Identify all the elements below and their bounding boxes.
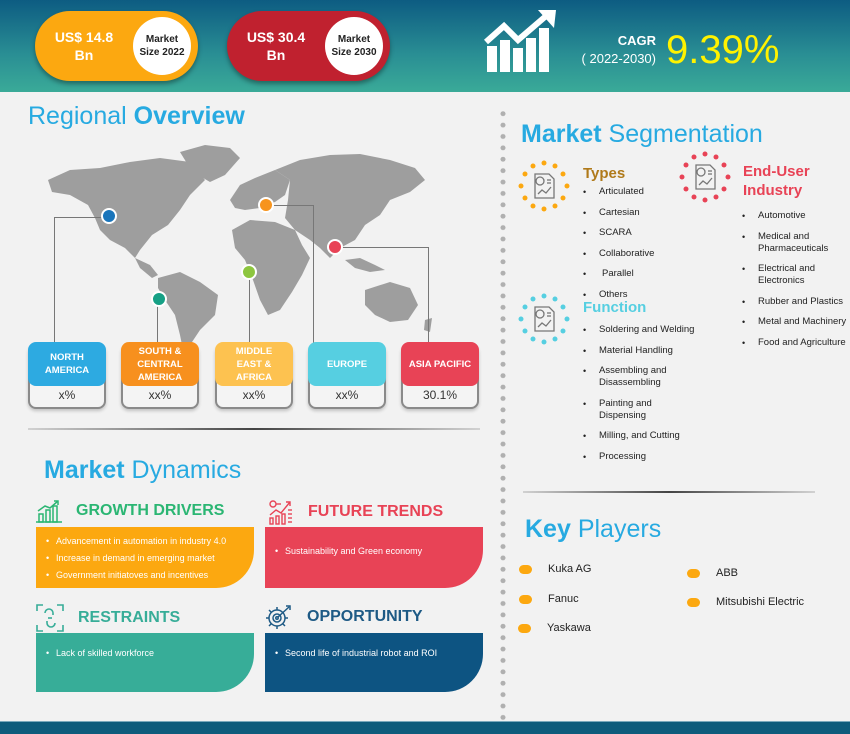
list-item: Articulated bbox=[583, 186, 683, 198]
map-pin-asia-pacific[interactable] bbox=[327, 239, 343, 255]
future-trends-box: Sustainability and Green economy bbox=[265, 527, 483, 588]
list-item: Cartesian bbox=[583, 207, 683, 219]
key-player-item: Mitsubishi Electric bbox=[687, 596, 804, 608]
leader-line-asia-pacific bbox=[336, 247, 429, 347]
end-user-report-icon bbox=[679, 151, 731, 203]
map-pin-europe[interactable] bbox=[258, 197, 274, 213]
list-item: Collaborative bbox=[583, 248, 683, 260]
types-report-icon bbox=[518, 160, 570, 212]
list-item: Lack of skilled workforce bbox=[46, 647, 244, 659]
key-player-item: ABB bbox=[687, 567, 738, 579]
function-report-icon bbox=[518, 293, 570, 345]
list-item: Soldering and Welding bbox=[583, 324, 698, 336]
bullet-dot-icon bbox=[519, 564, 532, 574]
footer-bar bbox=[0, 721, 850, 734]
region-share: xx% bbox=[335, 388, 359, 402]
region-share: 30.1% bbox=[422, 388, 458, 402]
key-players-title: Key Players bbox=[525, 515, 662, 543]
growth-drivers-box: Advancement in automation in industry 4.… bbox=[36, 527, 254, 588]
list-item: Advancement in automation in industry 4.… bbox=[46, 535, 244, 547]
region-name: EUROPE bbox=[308, 342, 386, 386]
list-item: Material Handling bbox=[583, 345, 698, 357]
list-item: Assembling and Disassembling bbox=[583, 365, 698, 389]
growth-drivers-heading: GROWTH DRIVERS bbox=[36, 499, 224, 523]
growth-chart-icon bbox=[484, 10, 556, 72]
list-item: Government initiatoves and incentives bbox=[46, 569, 244, 581]
leader-line-north-america bbox=[54, 217, 109, 347]
column-divider bbox=[499, 108, 507, 734]
regional-overview-title: Regional Overview bbox=[28, 102, 245, 130]
region-card-asia-pacific[interactable]: ASIA PACIFIC 30.1% bbox=[401, 342, 479, 409]
trend-chart-icon bbox=[269, 500, 292, 525]
list-item: Others bbox=[583, 289, 683, 301]
list-item: Sustainability and Green economy bbox=[275, 545, 473, 557]
types-heading: Types bbox=[583, 165, 626, 182]
gear-target-icon bbox=[266, 605, 291, 629]
list-item: Processing bbox=[583, 451, 698, 463]
key-player-item: Yaskawa bbox=[518, 622, 591, 634]
map-pin-north-america[interactable] bbox=[101, 208, 117, 224]
leader-line-europe bbox=[266, 205, 314, 347]
key-player-item: Kuka AG bbox=[519, 563, 591, 575]
cagr-value: 9.39% bbox=[666, 28, 780, 72]
bullet-dot-icon bbox=[519, 594, 532, 604]
growth-bars-icon bbox=[36, 500, 62, 523]
list-item: Automotive bbox=[742, 210, 847, 222]
list-item: Rubber and Plastics bbox=[742, 296, 847, 308]
end-user-list: Automotive Medical and Pharmaceuticals E… bbox=[742, 210, 847, 357]
bullet-dot-icon bbox=[687, 568, 700, 578]
region-share: xx% bbox=[148, 388, 172, 402]
list-item: Food and Agriculture bbox=[742, 337, 847, 349]
broken-link-icon bbox=[36, 604, 64, 632]
region-name: ASIA PACIFIC bbox=[401, 342, 479, 386]
region-share: x% bbox=[58, 388, 76, 402]
bullet-dot-icon bbox=[687, 597, 700, 607]
list-item: Second life of industrial robot and ROI bbox=[275, 647, 473, 659]
divider bbox=[28, 428, 480, 430]
key-player-item: Fanuc bbox=[519, 593, 579, 605]
list-item: Parallel bbox=[583, 268, 683, 280]
map-pin-south-america[interactable] bbox=[151, 291, 167, 307]
function-heading: Function bbox=[583, 299, 647, 316]
restraints-box: Lack of skilled workforce bbox=[36, 633, 254, 692]
list-item: Increase in demand in emerging market bbox=[46, 552, 244, 564]
list-item: Painting and Dispensing bbox=[583, 398, 698, 422]
region-card-europe[interactable]: EUROPE xx% bbox=[308, 342, 386, 409]
market-dynamics-title: Market Dynamics bbox=[44, 456, 242, 484]
list-item: SCARA bbox=[583, 227, 683, 239]
types-list: Articulated Cartesian SCARA Collaborativ… bbox=[583, 186, 683, 309]
divider bbox=[523, 491, 815, 493]
list-item: Electrical and Electronics bbox=[742, 263, 847, 287]
restraints-heading: RESTRAINTS bbox=[36, 604, 180, 632]
leader-line-mea bbox=[249, 272, 250, 347]
region-share: xx% bbox=[242, 388, 266, 402]
market-segmentation-title: Market Segmentation bbox=[521, 120, 763, 148]
opportunity-box: Second life of industrial robot and ROI bbox=[265, 633, 483, 692]
list-item: Medical and Pharmaceuticals bbox=[742, 231, 847, 255]
opportunity-heading: OPPORTUNITY bbox=[265, 604, 423, 630]
list-item: Milling, and Cutting bbox=[583, 430, 698, 442]
future-trends-heading: FUTURE TRENDS bbox=[268, 499, 443, 525]
cagr-label: CAGR ( 2022-2030) bbox=[581, 33, 656, 66]
bullet-dot-icon bbox=[518, 623, 531, 633]
list-item: Metal and Machinery bbox=[742, 316, 847, 328]
function-list: Soldering and Welding Material Handling … bbox=[583, 324, 698, 471]
map-pin-middle-east-africa[interactable] bbox=[241, 264, 257, 280]
